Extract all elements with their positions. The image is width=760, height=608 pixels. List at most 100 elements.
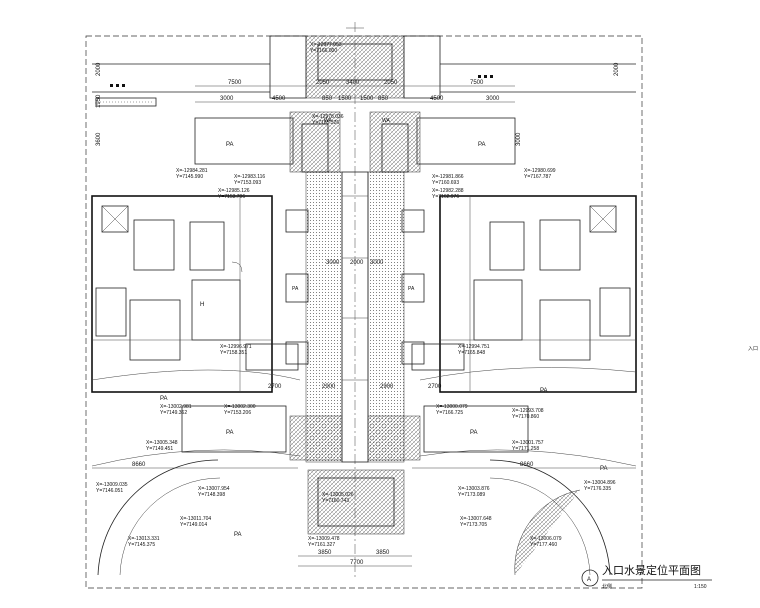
coord-c21-y: Y=7176.335 <box>584 486 611 492</box>
coord-c16-x: X=-13001.757 <box>512 440 544 446</box>
vdim-right-1: 2000 <box>614 62 620 76</box>
dim-bottom-2: 3850 <box>376 550 390 556</box>
drawing-tag-circle <box>581 569 599 587</box>
coord-c25-x: X=-13009.478 <box>308 536 340 542</box>
edge-note: 入口 <box>748 346 758 352</box>
coord-c3-y: Y=7145.990 <box>176 174 203 180</box>
coord-c21-x: X=-13004.896 <box>584 480 616 486</box>
water-strip-right <box>367 171 405 463</box>
vdim-left-1: 2000 <box>96 62 102 76</box>
vdim-left-3: 3600 <box>96 132 102 146</box>
wa-label-1: WA <box>324 118 333 124</box>
dim-bottom-total: 7700 <box>350 560 364 566</box>
dim-mid-1: 3000 <box>326 260 340 266</box>
dim-top-4: 2050 <box>384 80 398 86</box>
drawing-title: 入口水景定位平面图 <box>602 563 701 577</box>
building-right <box>439 195 637 393</box>
coord-c23-y: Y=7173.705 <box>460 522 487 528</box>
coord-c3-x: X=-12984.281 <box>176 168 208 174</box>
coord-c19-y: Y=7160.743 <box>322 498 349 504</box>
plaza-block-left-top <box>194 117 294 165</box>
coord-c6-y: Y=7167.787 <box>524 174 551 180</box>
pa-label-8: PA <box>540 388 548 394</box>
coord-c10-y: Y=7165.848 <box>458 350 485 356</box>
coord-c2-y: Y=7165.326 <box>312 120 339 126</box>
planter-r3 <box>401 341 425 365</box>
bench-left <box>95 97 157 107</box>
lower-block-right <box>411 343 465 371</box>
coord-c23-x: X=-13007.648 <box>460 516 492 522</box>
dim-top-1: 7500 <box>228 80 242 86</box>
coord-c12-y: Y=7153.206 <box>224 410 251 416</box>
coord-c22-x: X=-13011.704 <box>180 516 211 522</box>
coord-c26-x: X=-13006.079 <box>530 536 562 542</box>
water-channel-right-top <box>369 111 421 173</box>
coord-c11-x: X=-13002.981 <box>160 404 192 410</box>
coord-c16-y: Y=7171.258 <box>512 446 539 452</box>
plaza-block-right-top <box>416 117 516 165</box>
coord-c17-x: X=-13009.035 <box>96 482 128 488</box>
coord-c13-x: X=-13000.079 <box>436 404 468 410</box>
dim-top-2: 2050 <box>316 80 330 86</box>
wa-label-2: WA <box>382 118 391 124</box>
pa-label-5: PA <box>226 430 234 436</box>
coord-c18-x: X=-13007.954 <box>198 486 230 492</box>
coord-c4-x: X=-12983.116 <box>234 174 265 180</box>
building-left <box>91 195 273 393</box>
gate-wing-right <box>403 35 441 99</box>
gate-inner <box>317 43 393 81</box>
dim-row2-3: 850 <box>322 96 333 102</box>
coord-c1-x: X=-12977.053 <box>310 42 342 48</box>
dim-mid-2: 2000 <box>350 260 364 266</box>
water-channel-right-bottom <box>367 415 421 461</box>
coord-c24-y: Y=7145.375 <box>128 542 155 548</box>
pa-label-6: PA <box>470 430 478 436</box>
coord-c12-x: X=-13002.300 <box>224 404 256 410</box>
dim-bottom-1: 3850 <box>318 550 332 556</box>
dim-row2-1: 3000 <box>220 96 234 102</box>
drawing-tag: A <box>587 577 591 583</box>
arc-left <box>97 459 219 576</box>
dim-side-left: 8660 <box>132 462 146 468</box>
plaza-block-left-bottom <box>181 405 287 453</box>
dim-top-5: 7500 <box>470 80 484 86</box>
pa-label-1: PA <box>226 142 234 148</box>
planter-l3 <box>285 341 309 365</box>
coord-c5-x: X=-12985.126 <box>218 188 250 194</box>
coord-c11-y: Y=7149.362 <box>160 410 187 416</box>
coord-c7-y: Y=7160.693 <box>432 180 459 186</box>
planter-r2 <box>401 273 425 303</box>
coord-c8-y: Y=7162.976 <box>432 194 459 200</box>
coord-c20-x: X=-13003.876 <box>458 486 490 492</box>
coord-c13-y: Y=7166.725 <box>436 410 463 416</box>
pa-label-10: PA <box>234 532 242 538</box>
coord-c8-x: X=-12982.288 <box>432 188 464 194</box>
dim-lower-1: 2700 <box>268 384 282 390</box>
dim-row2-2: 4500 <box>272 96 286 102</box>
dim-top-3: 3400 <box>346 80 360 86</box>
dim-mid-3: 3000 <box>370 260 384 266</box>
drawing-scale: 1:150 <box>694 584 707 590</box>
coord-c25-y: Y=7161.327 <box>308 542 335 548</box>
water-channel-left-top <box>289 111 341 173</box>
drawing-subtitle: 北侧 <box>602 583 612 590</box>
coord-c15-x: X=-13005.348 <box>146 440 178 446</box>
gate-structure <box>305 35 405 99</box>
coord-c5-y: Y=7153.706 <box>218 194 245 200</box>
coord-c15-y: Y=7149.451 <box>146 446 173 452</box>
dim-lower-2: 2900 <box>322 384 336 390</box>
planter-l2 <box>285 273 309 303</box>
dim-row2-6: 850 <box>378 96 389 102</box>
dim-side-right: 8660 <box>520 462 534 468</box>
coord-c9-x: X=-12996.971 <box>220 344 252 350</box>
coord-c26-y: Y=7177.460 <box>530 542 557 548</box>
coord-c9-y: Y=7158.351 <box>220 350 247 356</box>
dim-lower-3: 2900 <box>380 384 394 390</box>
dim-row2-5: 1500 <box>360 96 374 102</box>
dim-row2-8: 3000 <box>486 96 500 102</box>
lower-block-left <box>245 343 299 371</box>
planter-r1 <box>401 209 425 233</box>
coord-c7-x: X=-12981.866 <box>432 174 464 180</box>
